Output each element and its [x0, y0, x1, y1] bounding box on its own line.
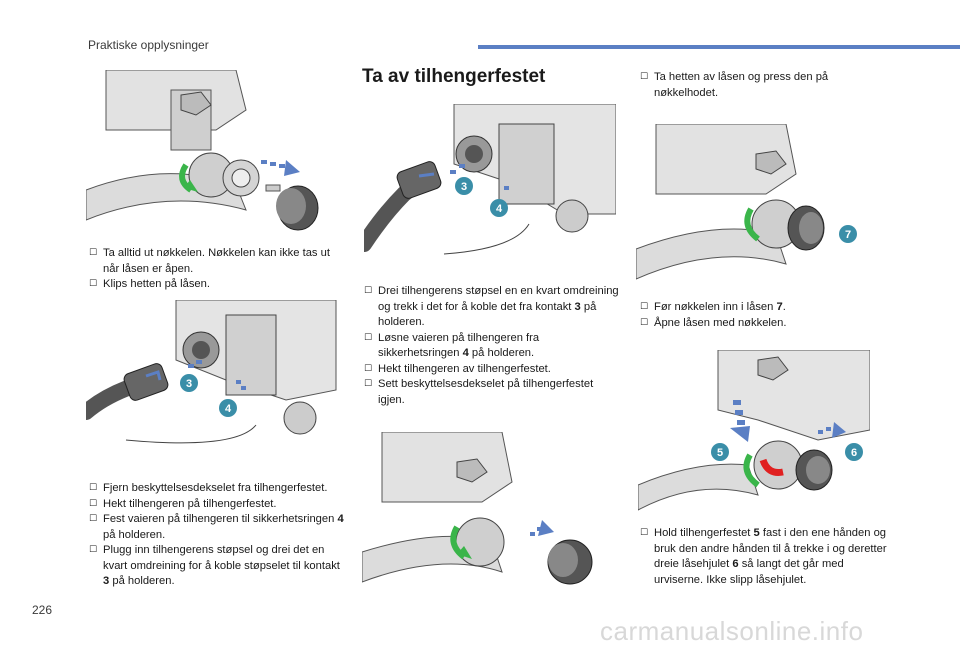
page-title: Ta av tilhengerfestet: [362, 66, 546, 87]
header-bar: [478, 45, 960, 49]
callout-5: 5: [717, 447, 723, 459]
illustration-plug-connect: 3 4: [86, 300, 338, 462]
page-number: 226: [32, 603, 53, 617]
callout-4: 4: [225, 403, 232, 415]
list-item: Løsne vaieren på tilhengeren fra sikkerh…: [364, 331, 622, 362]
list-item: Ta hetten av låsen og press den på nøkke…: [640, 70, 880, 101]
callout-6: 6: [851, 447, 857, 459]
callout-3: 3: [461, 181, 467, 193]
list-item: Fest vaieren på tilhengeren til sikkerhe…: [89, 512, 344, 543]
callout-3: 3: [186, 378, 192, 390]
list-item: Åpne låsen med nøkkelen.: [640, 316, 880, 332]
watermark: carmanualsonline.info: [600, 616, 864, 646]
section-header: Praktiske opplysninger: [88, 38, 209, 52]
list-item: Ta alltid ut nøkkelen. Nøkkelen kan ikke…: [89, 246, 344, 277]
list-item: Hekt tilhengeren av tilhengerfestet.: [364, 362, 622, 378]
illustration-plug-disconnect: 3 4: [364, 104, 616, 266]
callout-7: 7: [845, 229, 851, 241]
list-item: Drei tilhengerens støpsel en en kvart om…: [364, 284, 622, 331]
list-item: Før nøkkelen inn i låsen 7.: [640, 300, 880, 316]
illustration-cover-replace: [362, 432, 614, 594]
col1-list-1: Ta alltid ut nøkkelen. Nøkkelen kan ikke…: [89, 246, 344, 293]
illustration-key-insert: 7: [636, 124, 868, 286]
col3-list-3: Hold tilhengerfestet 5 fast i den ene hå…: [640, 526, 890, 588]
list-item: Hekt tilhengeren på tilhengerfestet.: [89, 497, 344, 513]
list-item: Hold tilhengerfestet 5 fast i den ene hå…: [640, 526, 890, 588]
col2-list-1: Drei tilhengerens støpsel en en kvart om…: [364, 284, 622, 408]
col3-list-2: Før nøkkelen inn i låsen 7. Åpne låsen m…: [640, 300, 880, 331]
list-item: Fjern beskyttelsesdekselet fra tilhenger…: [89, 481, 344, 497]
illustration-lock-wheel: 5 6: [638, 350, 870, 512]
illustration-cap-on-lock: [86, 70, 338, 232]
list-item: Sett beskyttelsesdekselet på tilhengerfe…: [364, 377, 622, 408]
callout-4: 4: [496, 203, 503, 215]
col3-list-1: Ta hetten av låsen og press den på nøkke…: [640, 70, 880, 101]
col1-list-2: Fjern beskyttelsesdekselet fra tilhenger…: [89, 481, 344, 590]
list-item: Plugg inn tilhengerens støpsel og drei d…: [89, 543, 344, 590]
list-item: Klips hetten på låsen.: [89, 277, 344, 293]
